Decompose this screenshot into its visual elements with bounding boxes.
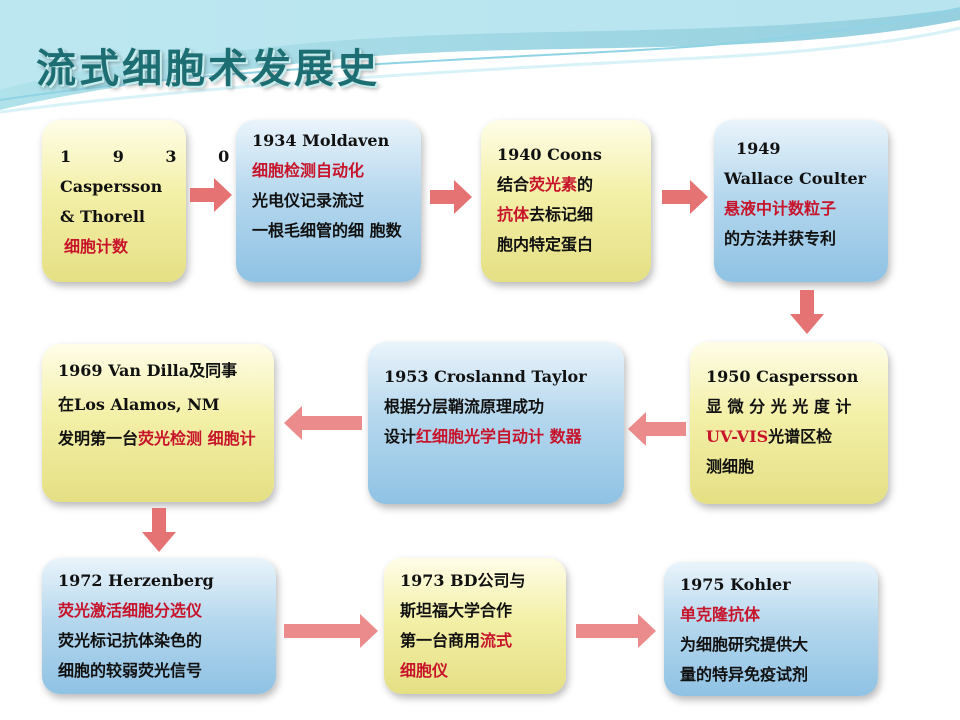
- milestone-1973-text: 第一台商用: [400, 631, 481, 650]
- milestone-1949-box: 1949 Wallace Coulter 悬液中计数粒子 的方法并获专利: [714, 120, 888, 282]
- milestone-1934-desc2: 一根毛细管的细: [252, 221, 365, 240]
- milestone-1940-text-a: 结合: [497, 175, 530, 194]
- milestone-1940-text-b: 的: [577, 175, 594, 194]
- milestone-1950-box: 1950 Caspersson 显 微 分 光 光 度 计 UV-VIS光谱区检…: [690, 342, 888, 504]
- milestone-1930-box: 1 9 3 0 Caspersson & Thorell 细胞计数: [42, 120, 229, 282]
- arrow-right-icon: [662, 180, 708, 214]
- milestone-1934-desc1: 光电仪记录流过: [252, 191, 365, 210]
- milestone-1975-box: 1975 Kohler 单克隆抗体 为细胞研究提供大 量的特异免疫试剂: [664, 562, 878, 696]
- milestone-1950-highlight: UV-VIS: [706, 427, 769, 446]
- milestone-1949-year: 1949: [736, 139, 781, 158]
- milestone-1950-text: 光谱区检: [768, 427, 833, 446]
- milestone-1969-title: 1969 Van Dilla及同事: [58, 361, 238, 380]
- milestone-1953-text: 设计: [384, 427, 417, 446]
- header-wave-decoration: [0, 0, 960, 114]
- milestone-1949-name: Wallace Coulter: [724, 169, 867, 188]
- milestone-1972-title: 1972 Herzenberg: [58, 571, 214, 590]
- milestone-1940-text-d: 胞内特定蛋白: [497, 235, 594, 254]
- milestone-1972-desc1: 荧光标记抗体染色的: [58, 631, 203, 650]
- arrow-right-icon: [190, 178, 232, 212]
- milestone-1975-desc1: 为细胞研究提供大: [680, 635, 809, 654]
- milestone-1972-desc2: 细胞的较弱荧光信号: [58, 661, 203, 680]
- milestone-1969-highlight-1: 荧光检测: [138, 429, 203, 448]
- milestone-1940-text-c: 去标记细: [529, 205, 594, 224]
- milestone-1975-highlight: 单克隆抗体: [680, 605, 761, 624]
- arrow-right-icon: [430, 180, 472, 214]
- arrow-right-icon: [284, 614, 378, 648]
- milestone-1953-highlight-2: 数器: [549, 427, 582, 446]
- milestone-1930-name2: & Thorell: [60, 207, 145, 226]
- milestone-1973-title: 1973 BD公司与: [400, 571, 526, 590]
- milestone-1940-title: 1940 Coons: [497, 145, 602, 164]
- milestone-1975-title: 1975 Kohler: [680, 575, 791, 594]
- slide-title: 流式细胞术发展史: [36, 46, 380, 92]
- milestone-1940-highlight-2: 抗体: [497, 205, 530, 224]
- milestone-1975-desc2: 量的特异免疫试剂: [680, 665, 809, 684]
- milestone-1973-desc: 斯坦福大学合作: [400, 601, 513, 620]
- milestone-1950-title: 1950 Caspersson: [706, 367, 859, 386]
- milestone-1973-box: 1973 BD公司与 斯坦福大学合作 第一台商用流式 细胞仪: [384, 558, 566, 694]
- milestone-1953-title: 1953 Croslannd Taylor: [384, 367, 587, 386]
- milestone-1940-highlight-1: 荧光素: [529, 175, 578, 194]
- arrow-down-icon: [142, 508, 176, 552]
- milestone-1969-place: 在Los Alamos, NM: [58, 395, 220, 414]
- arrow-left-icon: [284, 406, 362, 440]
- milestone-1949-highlight: 悬液中计数粒子: [724, 199, 837, 218]
- milestone-1969-text: 发明第一台: [58, 429, 139, 448]
- milestone-1950-text2: 测细胞: [706, 457, 755, 476]
- milestone-1934-title: 1934 Moldaven: [252, 131, 390, 150]
- milestone-1973-highlight-2: 细胞仪: [400, 661, 449, 680]
- milestone-1934-highlight: 细胞检测自动化: [252, 161, 365, 180]
- milestone-1969-box: 1969 Van Dilla及同事 在Los Alamos, NM 发明第一台荧…: [42, 344, 274, 502]
- milestone-1930-name: Caspersson: [60, 177, 163, 196]
- milestone-1934-desc3: 胞数: [369, 221, 402, 240]
- milestone-1969-highlight-2: 细胞计: [207, 429, 256, 448]
- milestone-1953-desc: 根据分层鞘流原理成功: [384, 397, 545, 416]
- milestone-1953-highlight-1: 红细胞光学自动计: [416, 427, 545, 446]
- milestone-1930-highlight: 细胞计数: [64, 237, 129, 256]
- milestone-1972-box: 1972 Herzenberg 荧光激活细胞分选仪 荧光标记抗体染色的 细胞的较…: [42, 558, 276, 694]
- milestone-1934-box: 1934 Moldaven 细胞检测自动化 光电仪记录流过 一根毛细管的细 胞数: [236, 120, 421, 282]
- arrow-left-icon: [628, 412, 686, 446]
- milestone-1973-highlight-1: 流式: [480, 631, 513, 650]
- arrow-down-icon: [790, 290, 824, 334]
- milestone-1953-box: 1953 Croslannd Taylor 根据分层鞘流原理成功 设计红细胞光学…: [368, 342, 624, 504]
- milestone-1930-year: 1 9 3 0: [60, 147, 248, 166]
- milestone-1972-highlight: 荧光激活细胞分选仪: [58, 601, 203, 620]
- milestone-1940-box: 1940 Coons 结合荧光素的 抗体去标记细 胞内特定蛋白: [481, 120, 651, 282]
- milestone-1949-desc: 的方法并获专利: [724, 229, 837, 248]
- arrow-right-icon: [576, 614, 656, 648]
- milestone-1950-desc: 显 微 分 光 光 度 计: [706, 397, 852, 416]
